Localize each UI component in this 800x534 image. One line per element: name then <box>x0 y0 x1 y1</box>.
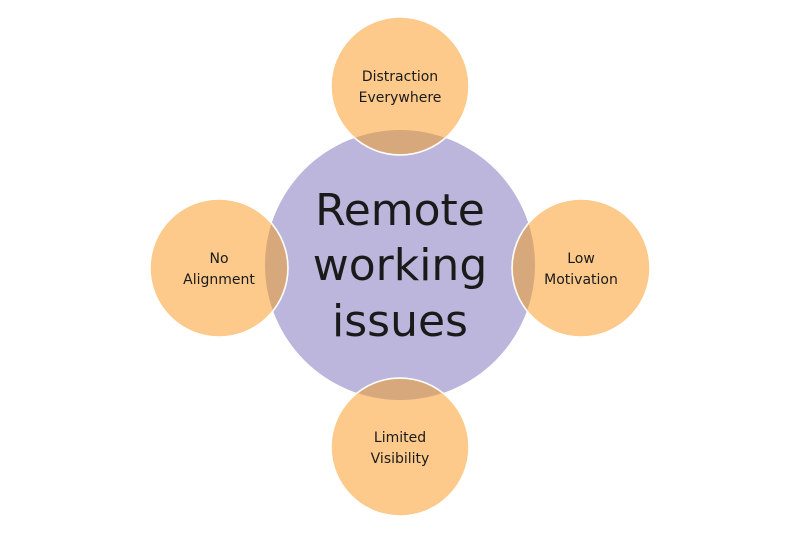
center-label-line-2: working <box>313 240 488 291</box>
center-label-line-1: Remote <box>315 185 485 236</box>
node-label: Limited <box>374 430 426 446</box>
node-label: Motivation <box>544 272 618 288</box>
node-circle <box>149 198 289 338</box>
node-label: No <box>209 251 228 267</box>
node-label: Alignment <box>183 272 255 288</box>
node-circle <box>511 198 651 338</box>
node-label: Visibility <box>371 451 430 467</box>
node-label: Low <box>567 251 595 267</box>
node-circle <box>330 377 470 517</box>
node-label: Everywhere <box>359 90 442 106</box>
node-circle <box>330 16 470 156</box>
node-label: Distraction <box>362 69 438 85</box>
center-circle <box>265 130 535 400</box>
center-label-line-3: issues <box>332 296 468 347</box>
